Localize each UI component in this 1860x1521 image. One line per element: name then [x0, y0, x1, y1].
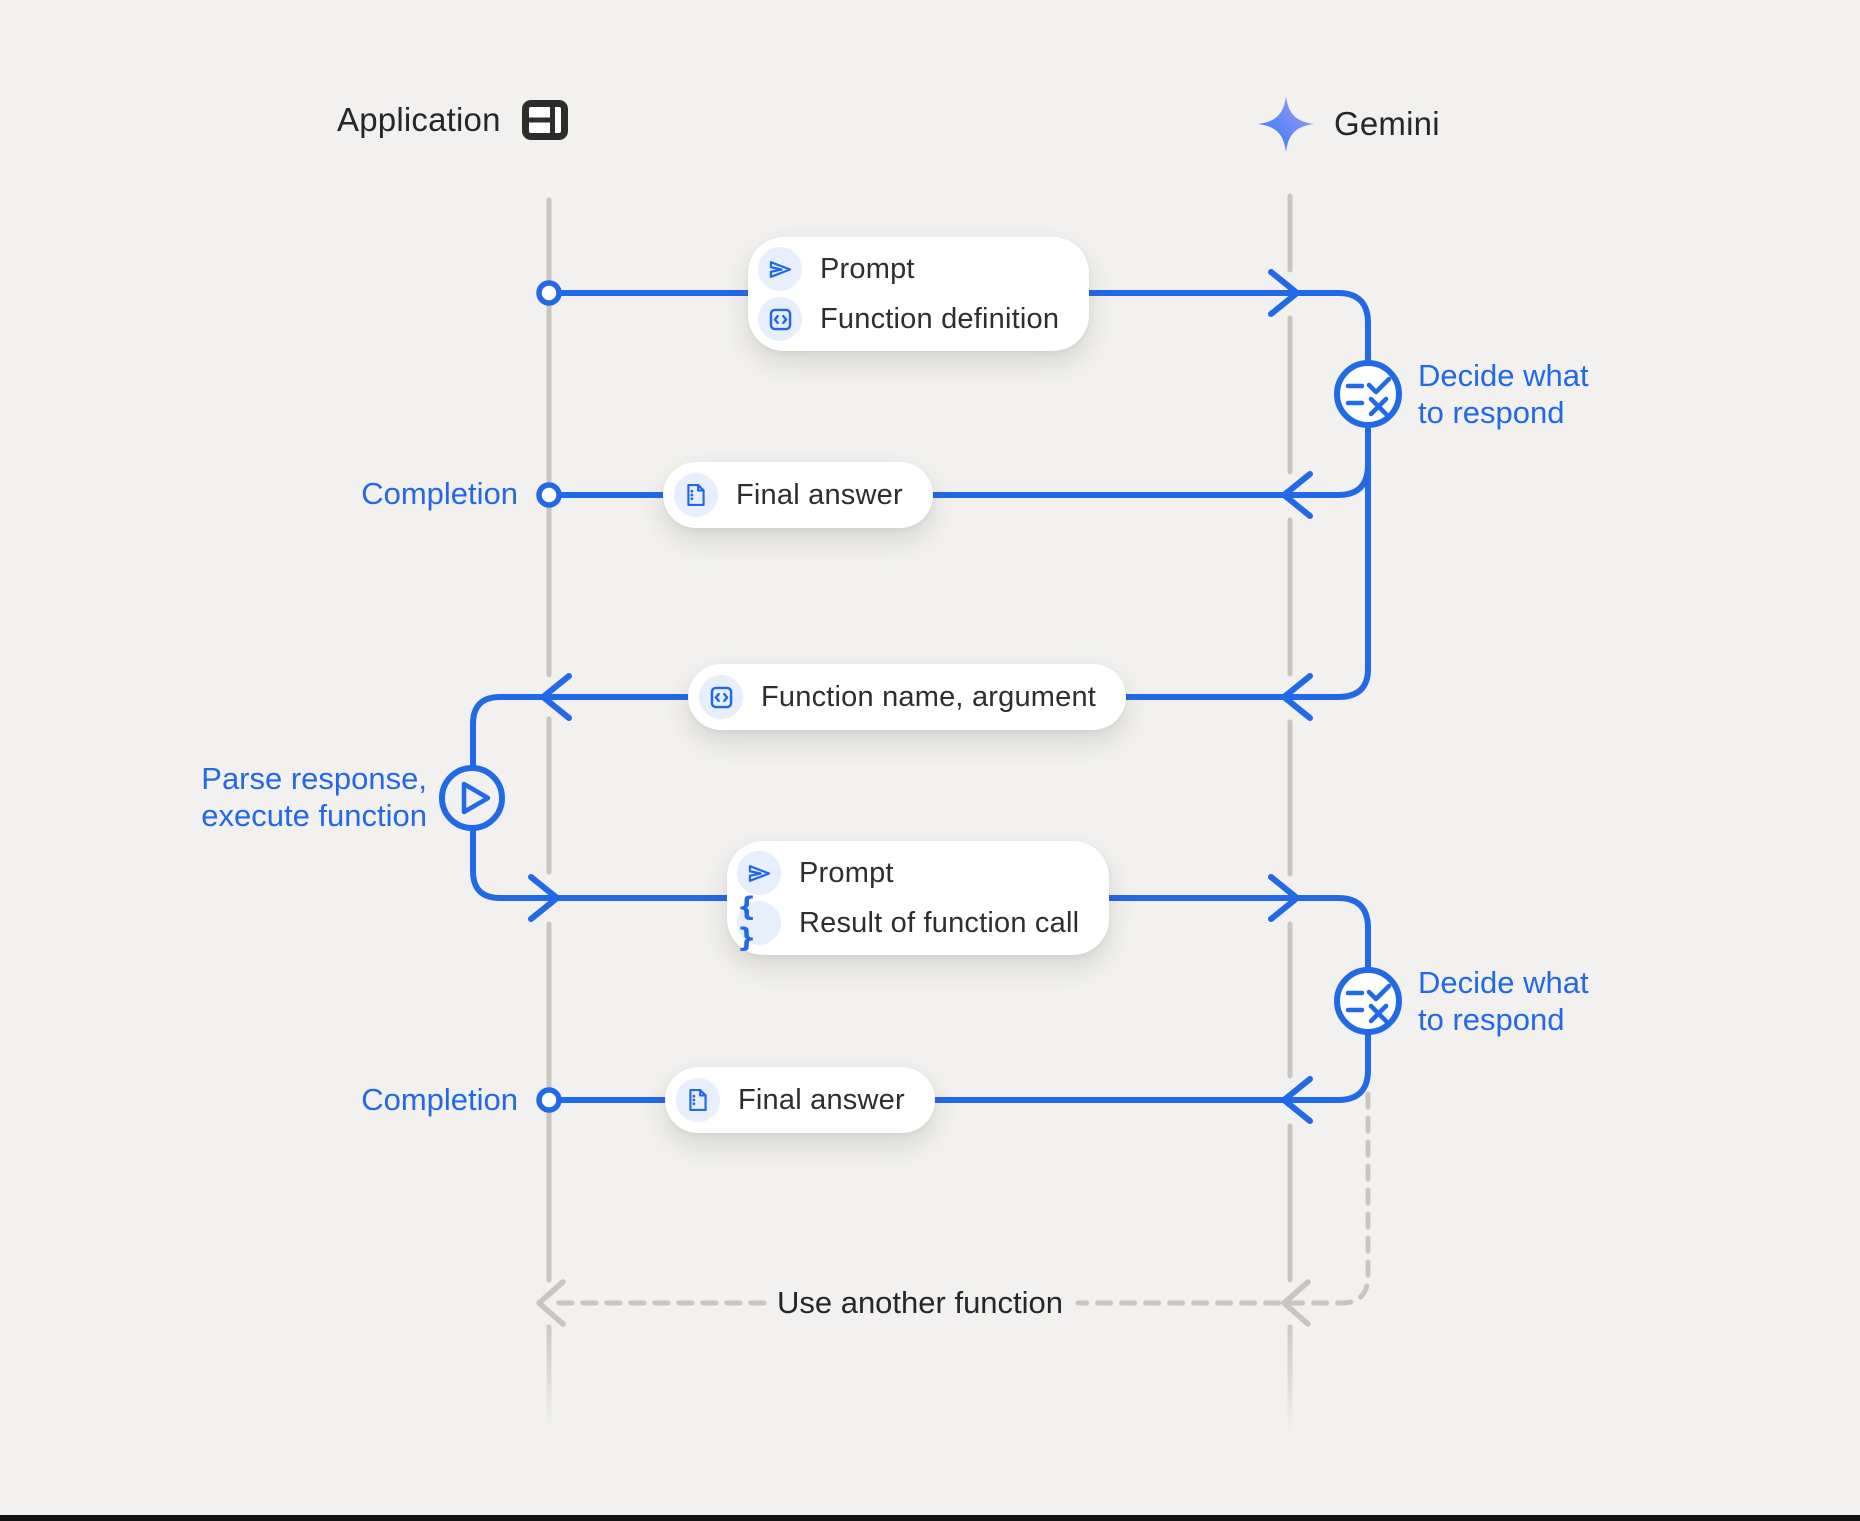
arrowhead-right-gemini-1	[1268, 269, 1300, 317]
decide-2-line2: to respond	[1418, 1002, 1565, 1037]
use-another-function-label: Use another function	[776, 1285, 1064, 1320]
gemini-label: Gemini	[1334, 105, 1440, 142]
dashed-loop-path	[536, 1091, 1371, 1327]
decide-node-1	[1334, 360, 1402, 428]
pill-row: Final answer	[674, 473, 903, 517]
pill-row: Function name, argument	[699, 675, 1096, 719]
arrowheads-blue	[528, 269, 1313, 1124]
decide-icon	[1345, 983, 1392, 1024]
execute-node	[439, 765, 505, 831]
pill-row: Prompt	[737, 851, 1079, 895]
pill-label: Prompt	[799, 856, 894, 889]
message-pill-prompt-result: Prompt { } Result of function call	[727, 841, 1110, 955]
pill-label: Final answer	[738, 1083, 905, 1116]
message-pill-final-answer-2: Final answer	[665, 1067, 935, 1133]
document-icon	[676, 1078, 720, 1122]
bottom-edge-bar	[0, 1515, 1860, 1521]
pill-row: { } Result of function call	[737, 892, 1080, 954]
pill-row: Final answer	[676, 1078, 905, 1122]
application-window-icon	[521, 100, 568, 140]
message-start-node	[536, 280, 562, 306]
arrowhead-left-gemini-2	[1281, 673, 1313, 721]
actor-application: Application	[337, 96, 569, 144]
code-box-icon	[758, 297, 802, 341]
flow-path-main	[470, 290, 1371, 1103]
pill-label: Function definition	[820, 302, 1060, 335]
decide-node-2	[1334, 967, 1402, 1035]
pill-label: Result of function call	[799, 906, 1080, 939]
parse-execute-label: Parse response, execute function	[201, 760, 427, 834]
pill-label: Final answer	[736, 478, 903, 511]
pill-label: Function name, argument	[761, 680, 1097, 713]
completion-label-2: Completion	[361, 1082, 518, 1117]
pill-label: Prompt	[820, 252, 915, 285]
gemini-star-icon	[1258, 96, 1314, 152]
flow-branch-final-answer-1	[556, 462, 1371, 498]
arrowhead-gray-left-gemini	[1281, 1279, 1311, 1327]
arrowhead-gray-left-application	[536, 1279, 566, 1327]
message-pill-function-name: Function name, argument	[688, 664, 1127, 730]
arrowhead-left-gemini-3	[1281, 1076, 1313, 1124]
message-pill-final-answer-1: Final answer	[663, 462, 933, 528]
document-icon	[674, 473, 718, 517]
arrowhead-left-gemini-1	[1281, 471, 1313, 519]
decide-1-line1: Decide what	[1418, 358, 1589, 393]
parse-execute-line1: Parse response,	[201, 761, 427, 796]
completion-node-2	[536, 1087, 562, 1113]
code-box-icon	[699, 675, 743, 719]
pill-row: Prompt	[758, 247, 1059, 291]
send-icon	[737, 851, 781, 895]
braces-icon: { }	[737, 892, 781, 954]
decide-1-line2: to respond	[1418, 395, 1565, 430]
play-icon	[461, 781, 491, 815]
arrowhead-right-application	[528, 874, 560, 922]
decide-2-line1: Decide what	[1418, 965, 1589, 1000]
actor-gemini: Gemini	[1258, 96, 1440, 152]
decide-label-1: Decide what to respond	[1418, 357, 1589, 431]
application-label: Application	[337, 101, 501, 138]
decide-label-2: Decide what to respond	[1418, 964, 1589, 1038]
completion-node-1	[536, 482, 562, 508]
arrowhead-left-application	[540, 673, 572, 721]
arrowhead-right-gemini-2	[1268, 874, 1300, 922]
decide-icon	[1345, 376, 1392, 417]
pill-row: Function definition	[758, 297, 1059, 341]
send-icon	[758, 247, 802, 291]
message-pill-prompt-definition: Prompt Function definition	[748, 237, 1090, 351]
parse-execute-line2: execute function	[201, 798, 427, 833]
completion-label-1: Completion	[361, 476, 518, 511]
